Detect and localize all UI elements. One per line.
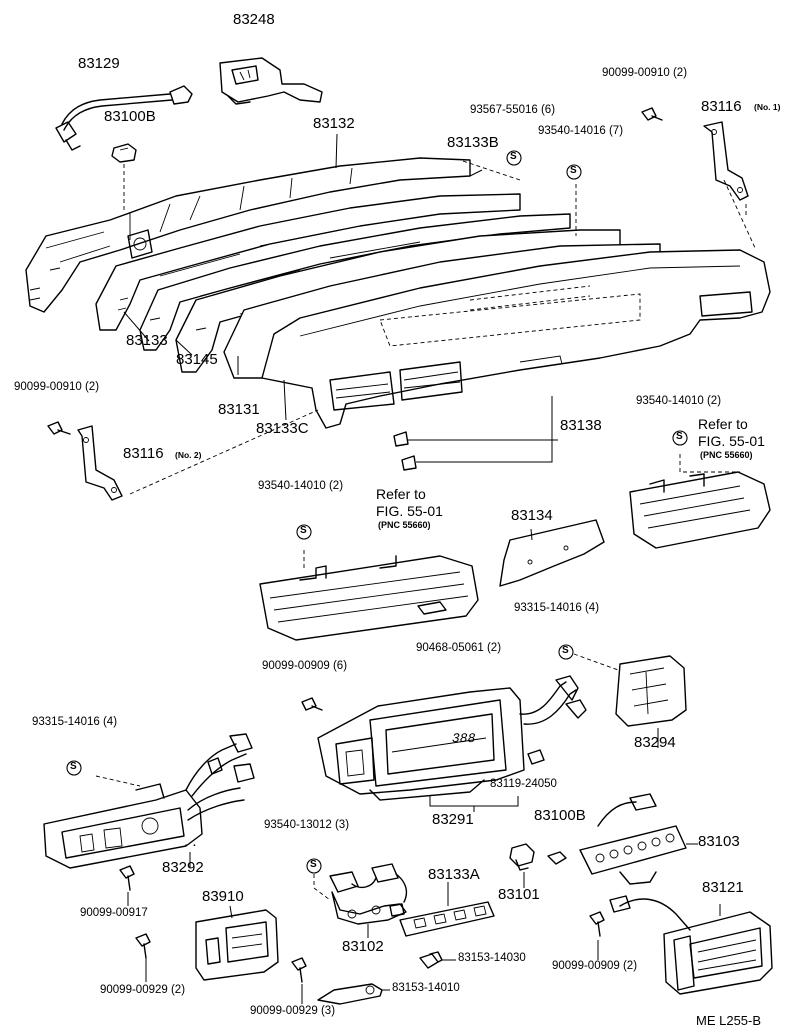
label-83134: 83134 [511,507,553,524]
part-83133a-drawing [399,882,495,937]
label-90099-00910-left: 90099-00910 (2) [14,381,100,393]
s-symbol-center-vent: S [300,525,307,536]
part-83134-drawing [499,519,605,587]
right-air-vent-drawing [629,454,771,549]
s-symbol-93315-left: S [70,761,77,772]
label-83116-no2-note: (No. 2) [175,450,202,460]
label-83121: 83121 [702,879,744,896]
instrument-panel-stack-drawing [25,157,771,429]
label-83294: 83294 [634,734,676,751]
label-83119-24050: 83119-24050 [490,778,557,790]
part-83103-drawing [579,793,698,885]
label-83133b: 83133B [447,134,499,151]
label-83101: 83101 [498,886,540,903]
label-83100b-top: 83100B [104,108,156,125]
label-83100b-bottom: 83100B [534,807,586,824]
label-83132: 83132 [313,115,355,132]
label-83133a: 83133A [428,866,480,883]
label-93540-14010-center: 93540-14010 (2) [258,480,344,492]
part-83116-no2-drawing [47,409,319,501]
part-83116-no1-drawing [703,121,749,218]
label-93315-14016-left: 93315-14016 (4) [32,716,118,728]
label-83133c: 83133C [256,420,309,437]
panel-leader-lines [123,133,757,421]
part-83153-14010-drawing [317,983,390,1005]
part-83248-drawing [219,57,323,105]
s-symbol-right-vent: S [676,431,683,442]
label-93540-13012: 93540-13012 (3) [264,819,350,831]
label-90099-00917: 90099-00917 [80,907,148,919]
label-93540-14010-right: 93540-14010 (2) [636,395,722,407]
label-93540-14016: 93540-14016 (7) [538,125,624,137]
label-refer-center-pnc: (PNC 55660) [378,520,431,530]
s-symbol-93540-13012: S [310,859,317,870]
part-83291-meter-drawing [301,675,587,812]
label-refer-right-pnc: (PNC 55660) [700,450,753,460]
s-symbol-93315-right: S [562,645,569,656]
label-90099-00910-top: 90099-00910 (2) [602,67,688,79]
center-air-vent-drawing [259,550,479,641]
label-83116-no2: 83116 [123,445,164,462]
label-83248: 83248 [233,11,275,28]
label-83910: 83910 [202,888,244,905]
part-83910-drawing [195,905,279,981]
label-refer-center-1: Refer to [376,486,426,502]
part-83294-drawing [573,653,687,748]
label-90099-00909-bottom: 90099-00909 (2) [552,960,638,972]
label-83133: 83133 [126,332,168,349]
part-83153-14030-drawing [419,951,456,969]
s-symbol-93540-14016: S [570,165,577,176]
label-90468-05061: 90468-05061 (2) [416,642,502,654]
label-83138: 83138 [560,417,602,434]
label-90099-00929-mid: 90099-00929 (3) [250,1005,336,1017]
label-83116-no1-note: (No. 1) [754,102,781,112]
label-93315-14016-right: 93315-14016 (4) [514,602,600,614]
label-83153-14010: 83153-14010 [392,982,460,994]
label-83103: 83103 [698,833,740,850]
screw-90099-00910-top-drawing [641,107,663,121]
label-refer-right-2: FIG. 55-01 [698,433,765,449]
screws-bottom-left-drawing [119,865,605,1004]
label-83102: 83102 [342,938,384,955]
label-dots: . . [184,833,197,850]
label-90099-00929-left: 90099-00929 (2) [100,984,186,996]
label-83145: 83145 [176,351,218,368]
label-83291: 83291 [432,811,474,828]
label-refer-right-1: Refer to [698,416,748,432]
label-90099-00909-mid: 90099-00909 (6) [262,660,348,672]
meter-display-digits: 388 [450,731,478,746]
label-refer-center-2: FIG. 55-01 [376,503,443,519]
label-83116-no1: 83116 [701,98,742,115]
label-83292: 83292 [162,859,204,876]
part-83129-drawing [55,85,193,151]
label-93567-55016: 93567-55016 (6) [470,104,556,116]
label-83153-14030: 83153-14030 [458,952,526,964]
part-83101-drawing [509,843,567,888]
part-83138-drawing [393,396,558,471]
label-83129: 83129 [78,55,120,72]
label-83131: 83131 [218,401,260,418]
s-symbol-93567: S [510,151,517,162]
part-83100b-upper-drawing [111,143,137,212]
part-83292-drawing [43,733,255,869]
s-symbols [66,150,688,874]
part-83102-drawing [313,863,408,938]
footer-code: ME L255-B [696,1013,762,1028]
part-83121-drawing [609,895,773,995]
